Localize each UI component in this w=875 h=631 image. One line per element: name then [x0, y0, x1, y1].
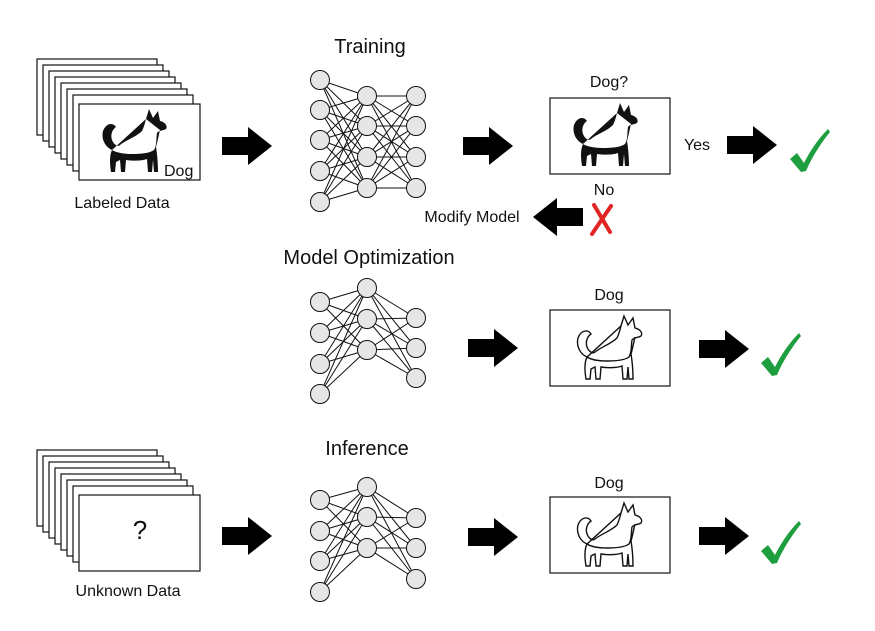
training-network-node [406, 178, 426, 198]
optimization-network-node [310, 323, 330, 343]
yes-label: Yes [684, 137, 710, 154]
training-network-connection [366, 125, 417, 189]
inference-network-node [310, 521, 330, 541]
cross-mark-icon [590, 203, 613, 236]
training-network-connection [319, 95, 368, 172]
labeled-data-label: Labeled Data [74, 195, 169, 212]
optimization-network-node [406, 308, 426, 328]
right-arrow-icon [727, 126, 777, 164]
inference-result-card [549, 496, 671, 574]
optimization-network-node [406, 368, 426, 388]
inference-network-node [357, 538, 377, 558]
training-network-connection [366, 95, 417, 189]
right-arrow-icon [699, 517, 749, 555]
optimization-network-connection [319, 287, 368, 334]
unknown-card-text: ? [133, 515, 147, 545]
inference-network-node [357, 477, 377, 497]
optimization-network-connection [319, 287, 368, 365]
optimization-network-node [310, 384, 330, 404]
modify-model-label: Modify Model [424, 209, 519, 226]
training-network-connection [319, 156, 368, 203]
inference-network-node [310, 582, 330, 602]
inference-network-connection [319, 547, 368, 593]
optimization-network-node [357, 309, 377, 329]
optimization-result-label: Dog [594, 287, 623, 304]
optimization-network [310, 278, 426, 404]
training-network-node [357, 86, 377, 106]
training-network-node [406, 116, 426, 136]
inference-network-node [357, 507, 377, 527]
labeled-card-text: Dog [164, 163, 193, 180]
training-network-node [406, 147, 426, 167]
training-network-node [310, 161, 330, 181]
check-mark-icon [761, 521, 801, 564]
inference-network-connection [319, 486, 368, 532]
training-network-node [357, 147, 377, 167]
training-network-connection [319, 95, 368, 203]
training-result-label: Dog? [590, 74, 628, 91]
right-arrow-icon [463, 127, 513, 165]
no-label: No [594, 182, 615, 199]
training-network-node [357, 116, 377, 136]
optimization-network-node [310, 292, 330, 312]
training-network-node [406, 86, 426, 106]
training-network-node [310, 192, 330, 212]
optimization-network-connection [319, 318, 368, 395]
labeled-data-stack [36, 58, 201, 181]
inference-network-node [406, 508, 426, 528]
check-mark-icon [790, 129, 830, 172]
inference-network-node [310, 551, 330, 571]
training-title: Training [334, 36, 406, 58]
training-network-connection [366, 95, 417, 158]
training-network-node [357, 178, 377, 198]
optimization-result-card [549, 309, 671, 387]
optimization-title: Model Optimization [283, 247, 454, 269]
inference-network [310, 477, 426, 602]
training-network-node [310, 70, 330, 90]
training-network-node [310, 130, 330, 150]
training-result-card [549, 97, 671, 175]
inference-network-connection [319, 486, 368, 562]
inference-network-connection [319, 486, 368, 593]
unknown-data-stack [36, 449, 201, 572]
training-network-connection [319, 95, 368, 141]
optimization-network-node [406, 338, 426, 358]
training-network-node [310, 100, 330, 120]
optimization-network-node [310, 354, 330, 374]
inference-title: Inference [325, 438, 408, 460]
optimization-network-connection [319, 287, 368, 395]
training-network [310, 70, 426, 212]
inference-result-label: Dog [594, 475, 623, 492]
inference-network-node [406, 569, 426, 589]
unknown-data-label: Unknown Data [76, 583, 181, 600]
inference-network-connection [319, 516, 368, 593]
optimization-network-node [357, 278, 377, 298]
inference-network-node [310, 490, 330, 510]
training-network-connection [319, 125, 368, 203]
inference-network-node [406, 538, 426, 558]
check-mark-icon [761, 333, 801, 376]
right-arrow-icon [468, 329, 518, 367]
right-arrow-icon [699, 330, 749, 368]
optimization-network-connection [319, 349, 368, 395]
right-arrow-icon [222, 127, 272, 165]
right-arrow-icon [222, 517, 272, 555]
right-arrow-icon [468, 518, 518, 556]
optimization-network-node [357, 340, 377, 360]
left-arrow-icon [533, 198, 583, 236]
